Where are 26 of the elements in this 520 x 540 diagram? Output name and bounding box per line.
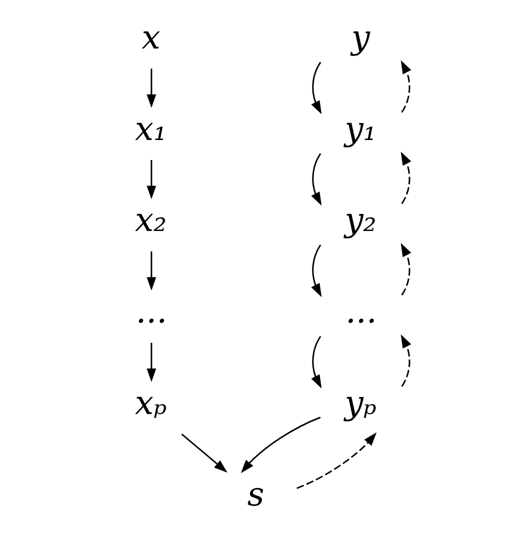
arrow (310, 336, 322, 388)
node-text: x₁ (134, 108, 166, 148)
node-text: ... (135, 292, 167, 331)
arrow (146, 342, 156, 382)
arrow (400, 152, 411, 204)
arrow (310, 153, 322, 206)
arrow (146, 160, 156, 200)
node-text: xₚ (134, 382, 166, 422)
node-text: y₁ (344, 108, 376, 148)
node-text: y (350, 17, 370, 56)
node-text: s (246, 474, 264, 514)
node-text: ... (344, 292, 376, 331)
arrow (146, 251, 156, 291)
node-text: x₂ (134, 200, 166, 240)
arrow (240, 416, 320, 474)
node-text: x (141, 17, 160, 56)
arrow (400, 60, 411, 113)
arrow (400, 242, 411, 296)
arrow (400, 334, 411, 387)
arrow (310, 244, 322, 298)
arrow (146, 68, 156, 108)
node-text: y₂ (344, 200, 376, 240)
arrow (296, 432, 376, 489)
node-text: yₚ (344, 382, 376, 422)
arrow (180, 434, 227, 473)
arrow (310, 62, 322, 114)
